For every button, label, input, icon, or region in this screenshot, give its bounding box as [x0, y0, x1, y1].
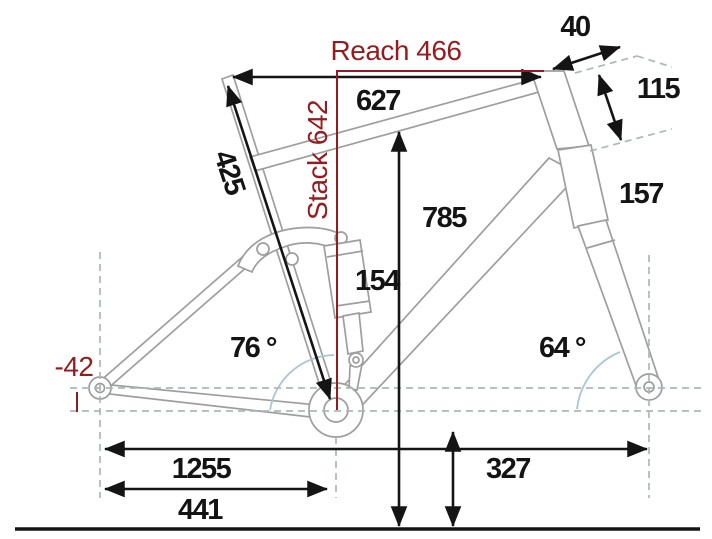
- reach-label: Reach 466: [331, 35, 462, 66]
- rocker-pivot: [285, 252, 299, 266]
- reach-stack-line: [336, 70, 544, 410]
- shock-seal-line: [335, 300, 371, 307]
- fork-joint-line: [586, 239, 616, 249]
- seat-tube-label: 425: [207, 146, 251, 199]
- headtube-length-label: 115: [637, 73, 681, 105]
- standover-label: 785: [422, 202, 467, 234]
- headtube-dimension-arrow: [597, 74, 623, 141]
- seatstay-tube: [97, 250, 258, 392]
- bb-height-label: 327: [486, 453, 530, 485]
- head-tube: [529, 70, 591, 150]
- wheelbase-label: 1255: [172, 453, 232, 485]
- rocker-pivot: [256, 242, 270, 256]
- seattube-dimension-arrow: [226, 85, 332, 400]
- shock-eyelet-hole: [352, 356, 360, 364]
- seat-angle-label: 76 °: [230, 332, 277, 364]
- shock-shaft: [342, 311, 364, 356]
- head-angle-label: 64 °: [539, 332, 586, 364]
- shock-travel-label: 154: [355, 265, 400, 297]
- headtube-top-reference: [574, 55, 638, 74]
- stem-length-label: 40: [560, 11, 590, 43]
- headtube-bottom-reference: [589, 128, 673, 152]
- fork-crown: [556, 144, 610, 230]
- head-angle-arc: [576, 351, 621, 410]
- fork-lower-leg: [576, 219, 662, 393]
- shock-collar-line: [326, 250, 364, 258]
- fork-lower-label: 157: [619, 178, 663, 210]
- chainstay-tube: [100, 383, 329, 420]
- stem-dimension-arrow: [552, 45, 621, 71]
- stack-label: Stack 642: [302, 100, 333, 220]
- stem-end-reference: [636, 55, 673, 68]
- bb-drop-label: -42: [55, 351, 94, 382]
- top-tube-label: 627: [356, 85, 400, 117]
- chainstay-label: 441: [178, 494, 223, 526]
